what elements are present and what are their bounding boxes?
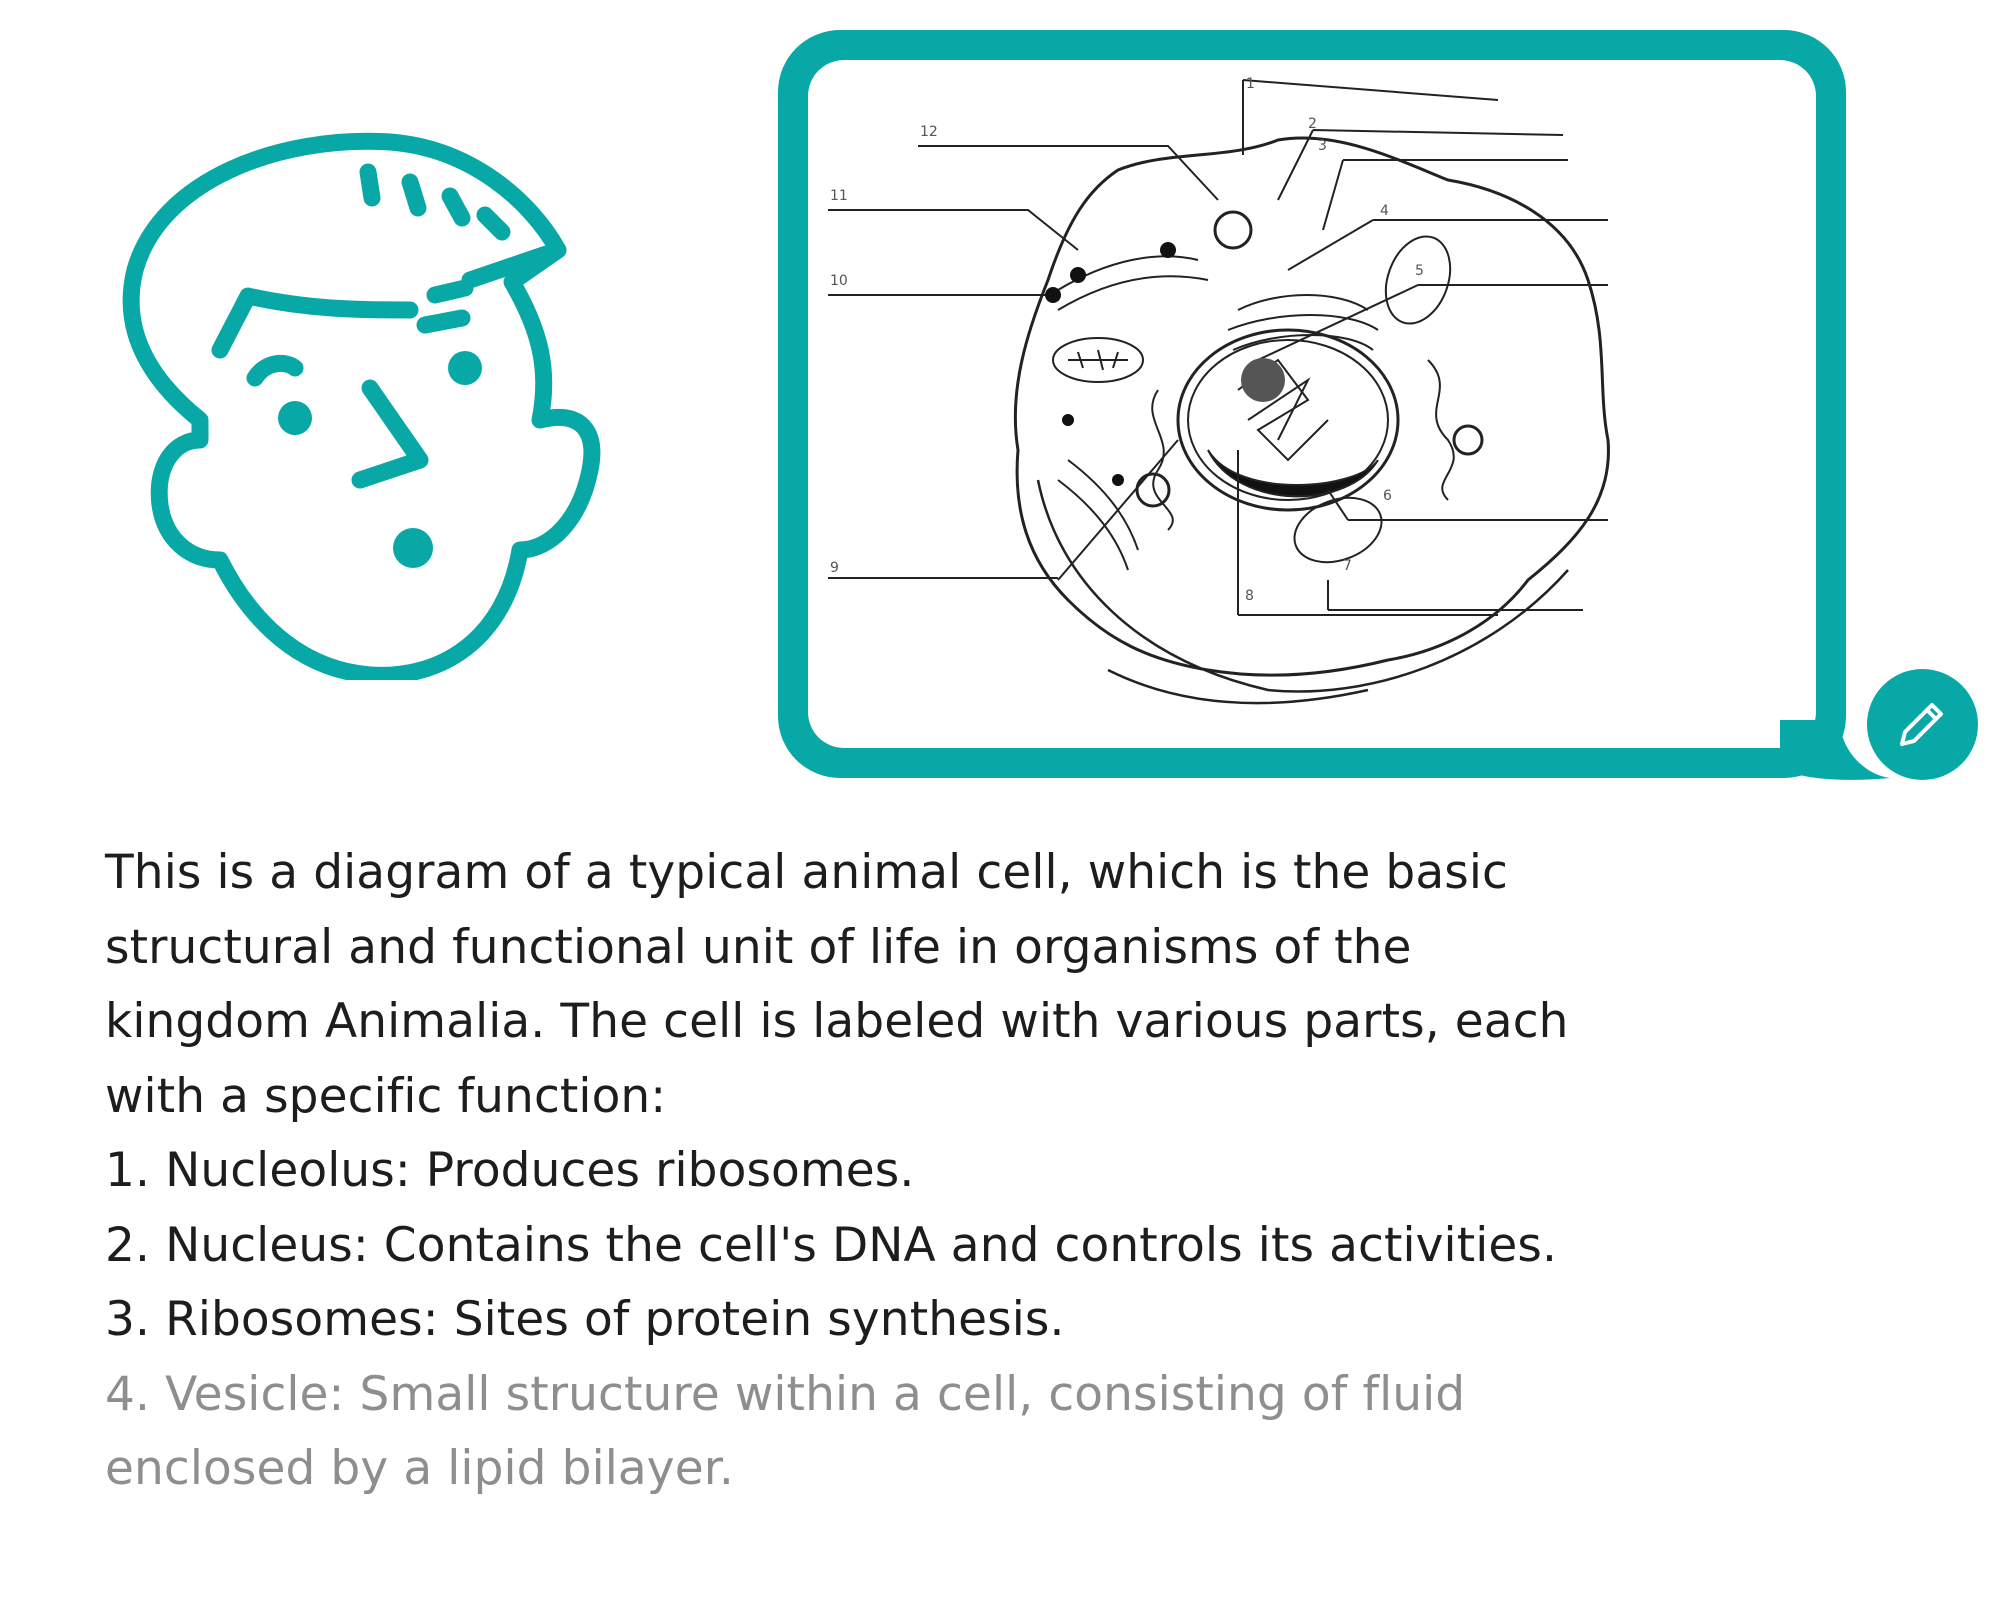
message-item: 4. Vesicle: Small structure within a cel…	[105, 1366, 1466, 1497]
diagram-label: 12	[920, 124, 938, 140]
man-face-outline-icon	[110, 120, 630, 684]
bubble-tail	[1780, 720, 1890, 780]
diagram-label: 4	[1380, 203, 1389, 219]
pencil-icon	[1900, 703, 1943, 746]
diagram-label: 9	[830, 560, 839, 576]
message-bubble: 1 2 3 4 5 6 7 8 9 10 11 12	[778, 30, 1846, 778]
diagram-label: 10	[830, 273, 848, 289]
diagram-label: 3	[1318, 138, 1327, 154]
diagram-label: 1	[1246, 76, 1255, 92]
message-item: 2. Nucleus: Contains the cell's DNA and …	[105, 1217, 1558, 1273]
message-intro: This is a diagram of a typical animal ce…	[105, 845, 1569, 1124]
diagram-label: 8	[1245, 588, 1254, 604]
diagram-label: 6	[1383, 488, 1392, 504]
diagram-label: 2	[1308, 116, 1317, 132]
edit-button[interactable]	[1867, 669, 1978, 780]
diagram-label: 7	[1343, 558, 1352, 574]
diagram-label: 11	[830, 188, 848, 204]
message-item: 1. Nucleolus: Produces ribosomes.	[105, 1143, 915, 1198]
diagram-label: 5	[1415, 263, 1424, 279]
message-text: This is a diagram of a typical animal ce…	[105, 836, 1585, 1507]
cell-diagram-image[interactable]: 1 2 3 4 5 6 7 8 9 10 11 12	[808, 60, 1816, 748]
message-item: 3. Ribosomes: Sites of protein synthesis…	[105, 1292, 1065, 1347]
